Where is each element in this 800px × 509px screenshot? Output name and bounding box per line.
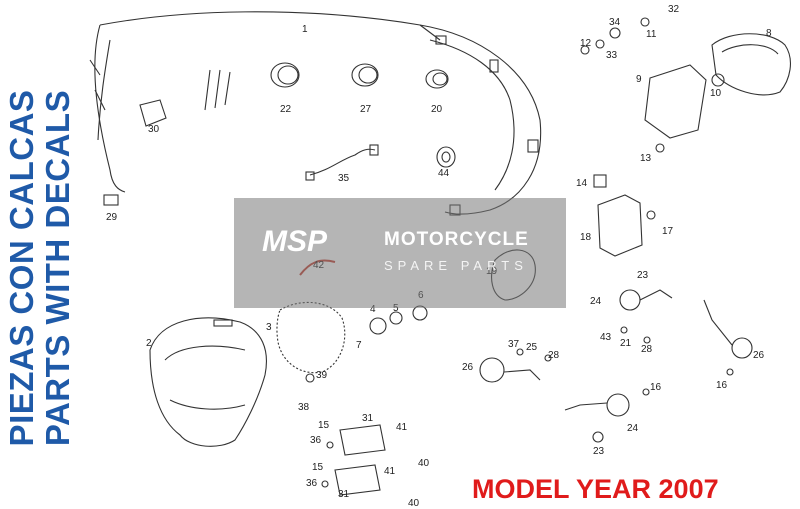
part-label: 29 — [106, 212, 118, 223]
part-label: 13 — [640, 153, 652, 164]
part-label: 31 — [362, 413, 374, 424]
part-label: 1 — [302, 24, 308, 35]
part-label: 15 — [318, 420, 330, 431]
indicator-26-right — [731, 337, 753, 359]
part-label: 43 — [600, 332, 612, 343]
part-label: 4 — [370, 304, 376, 315]
part-label: 17 — [662, 226, 674, 237]
part-label: 41 — [384, 466, 396, 477]
tail-lens — [711, 33, 791, 96]
headlight-lens — [276, 301, 346, 374]
part-label: 11 — [646, 29, 657, 40]
part-label: 44 — [438, 168, 450, 179]
indicator-24-upper — [619, 289, 641, 311]
watermark-title: MOTORCYCLE — [384, 229, 529, 250]
part-label: 26 — [462, 362, 474, 373]
part-label: 28 — [641, 344, 653, 355]
part-label: 40 — [418, 458, 430, 469]
part-label: 5 — [393, 303, 399, 314]
tail-light-body — [644, 64, 707, 139]
part-label: 16 — [716, 380, 728, 391]
part-label: 28 — [548, 350, 560, 361]
part-label: 41 — [396, 422, 408, 433]
part-label: 3 — [266, 322, 272, 333]
part-label: 26 — [753, 350, 765, 361]
rubber-boot — [139, 99, 167, 127]
part-label: 24 — [627, 423, 639, 434]
part-label: 23 — [637, 270, 649, 281]
part-label: 16 — [650, 382, 662, 393]
watermark-logo: MSP — [262, 225, 328, 258]
part-label: 27 — [360, 104, 372, 115]
part-label: 9 — [636, 74, 642, 85]
part-label: 15 — [312, 462, 324, 473]
part-label: 7 — [356, 340, 362, 351]
watermark-subtitle: SPARE PARTS — [384, 258, 528, 273]
regulator — [597, 194, 643, 257]
grommet — [436, 146, 456, 168]
bracket-upper — [339, 424, 386, 456]
bulb-socket — [369, 317, 387, 335]
part-label: 14 — [576, 178, 588, 189]
part-label: 36 — [306, 478, 318, 489]
connector-lead — [309, 148, 376, 176]
part-label: 24 — [590, 296, 602, 307]
part-label: 30 — [148, 124, 160, 135]
part-label: 10 — [710, 88, 722, 99]
part-label: 20 — [431, 104, 443, 115]
part-label: 34 — [609, 17, 621, 28]
indicator-26-left — [479, 357, 505, 383]
part-label: 38 — [298, 402, 310, 413]
part-label: 37 — [508, 339, 520, 350]
part-label: 18 — [580, 232, 592, 243]
part-label: 40 — [408, 498, 420, 509]
fuse — [103, 194, 119, 206]
headlight-housing — [149, 317, 267, 447]
part-label: 35 — [338, 173, 350, 184]
side-title-decals: PIEZAS CON CALCAS PARTS WITH DECALS — [3, 89, 76, 447]
clamp-22 — [270, 62, 300, 88]
part-label: 32 — [668, 4, 680, 15]
part-label: 31 — [338, 489, 350, 500]
part-label: 39 — [316, 370, 328, 381]
part-label: 8 — [766, 28, 772, 39]
part-label: 21 — [620, 338, 632, 349]
bracket-lower — [334, 464, 381, 496]
part-label: 23 — [593, 446, 605, 457]
part-label: 36 — [310, 435, 322, 446]
clamp-27 — [351, 63, 379, 87]
model-year-label: MODEL YEAR 2007 — [472, 474, 719, 504]
clamp-20 — [425, 69, 449, 89]
part-label: 12 — [580, 38, 592, 49]
part-label: 2 — [146, 338, 152, 349]
indicator-24-lower — [606, 393, 630, 417]
wiring-harness — [99, 11, 542, 215]
part-label: 25 — [526, 342, 538, 353]
part-label: 22 — [280, 104, 292, 115]
part-label: 33 — [606, 50, 618, 61]
watermark-box — [234, 198, 566, 308]
